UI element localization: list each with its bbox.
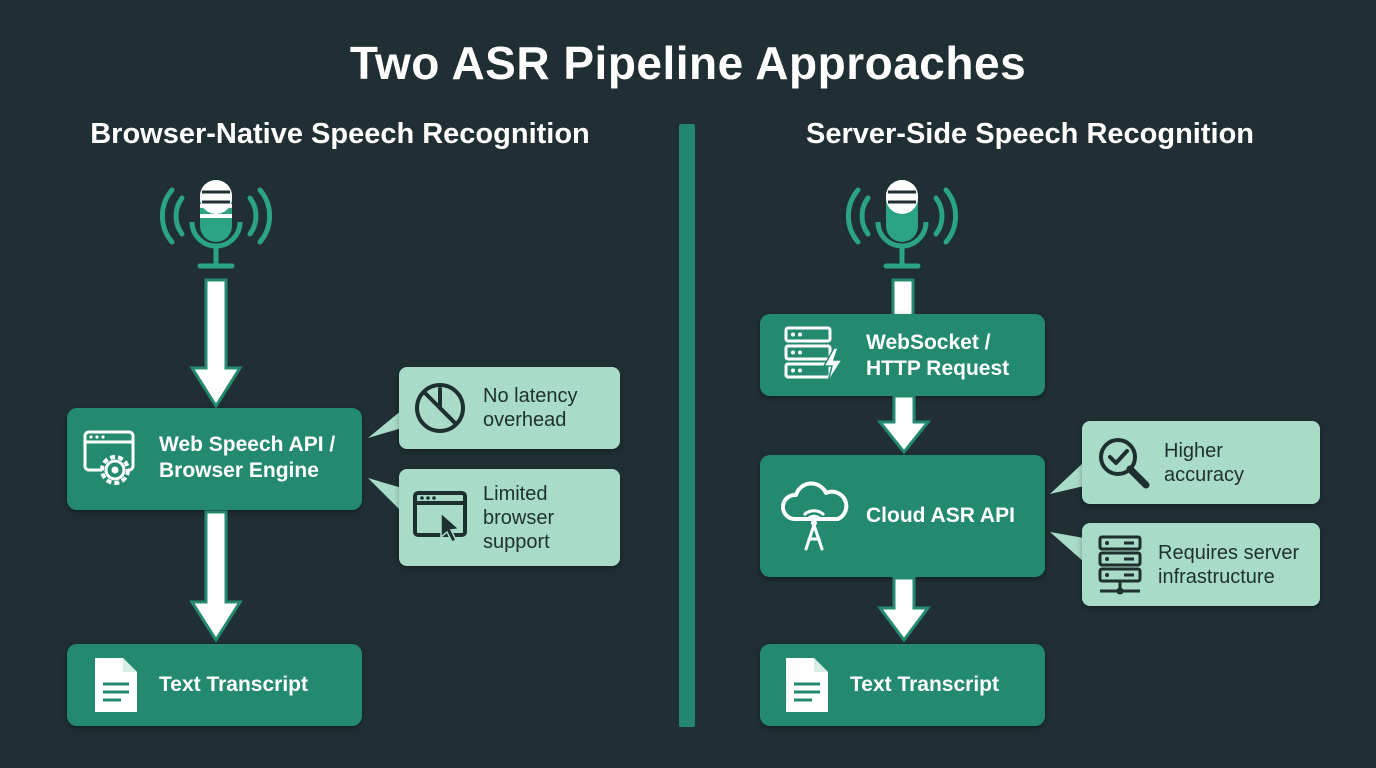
callout-requires-server: Requires server infrastructure: [1082, 523, 1320, 606]
callout-label-line1: No latency: [483, 385, 578, 407]
text-transcript-node: Text Transcript: [760, 644, 1045, 726]
transcript-label: Text Transcript: [850, 673, 999, 696]
callout-label-line1: Limited: [483, 483, 548, 505]
callout-label-line2: overhead: [483, 409, 567, 431]
flow-arrow: [877, 576, 931, 643]
microphone-icon: [845, 180, 959, 269]
callout-higher-accuracy: Higher accuracy: [1082, 421, 1320, 504]
flow-arrow: [876, 394, 932, 455]
callout-pointer: [368, 478, 402, 512]
cloud-label: Cloud ASR API: [866, 504, 1015, 527]
no-symbol-icon: [415, 383, 465, 433]
left-heading: Browser-Native Speech Recognition: [90, 118, 590, 150]
magnifier-check-icon: [1099, 438, 1150, 489]
flow-connector: [891, 278, 915, 320]
server-bolt-icon: [784, 326, 844, 383]
callout-label-line3: support: [483, 531, 550, 553]
document-icon: [95, 658, 137, 712]
flow-arrow: [189, 278, 243, 409]
server-rack-icon: [1098, 535, 1142, 595]
callout-label-line2: browser: [483, 507, 555, 529]
browser-cursor-icon: [413, 491, 467, 544]
request-label-line1: WebSocket /: [866, 331, 991, 354]
text-transcript-node: Text Transcript: [67, 644, 362, 726]
engine-label-line2: Browser Engine: [159, 459, 319, 482]
document-icon: [786, 658, 828, 712]
browser-gear-icon: [83, 430, 135, 485]
engine-label-line1: Web Speech API /: [159, 433, 336, 456]
web-speech-api-node: Web Speech API / Browser Engine: [67, 408, 362, 510]
transcript-label: Text Transcript: [159, 673, 308, 696]
callout-pointer: [368, 410, 402, 438]
callout-pointer: [1050, 532, 1084, 562]
callout-label-line2: accuracy: [1164, 464, 1245, 486]
callout-label-line1: Higher: [1164, 440, 1223, 462]
flow-arrow: [189, 510, 243, 643]
callout-limited-support: Limited browser support: [399, 469, 620, 566]
column-divider: [679, 124, 695, 727]
diagram-title: Two ASR Pipeline Approaches: [349, 37, 1027, 89]
callout-pointer: [1050, 462, 1084, 494]
request-label-line2: HTTP Request: [866, 357, 1010, 380]
callout-label-line2: infrastructure: [1158, 566, 1275, 588]
microphone-icon: [159, 180, 273, 269]
cloud-antenna-icon: [781, 481, 849, 551]
websocket-request-node: WebSocket / HTTP Request: [760, 314, 1045, 396]
right-heading: Server-Side Speech Recognition: [805, 118, 1254, 150]
callout-no-latency: No latency overhead: [399, 367, 620, 449]
cloud-asr-node: Cloud ASR API: [760, 455, 1045, 577]
callout-label-line1: Requires server: [1158, 542, 1300, 564]
